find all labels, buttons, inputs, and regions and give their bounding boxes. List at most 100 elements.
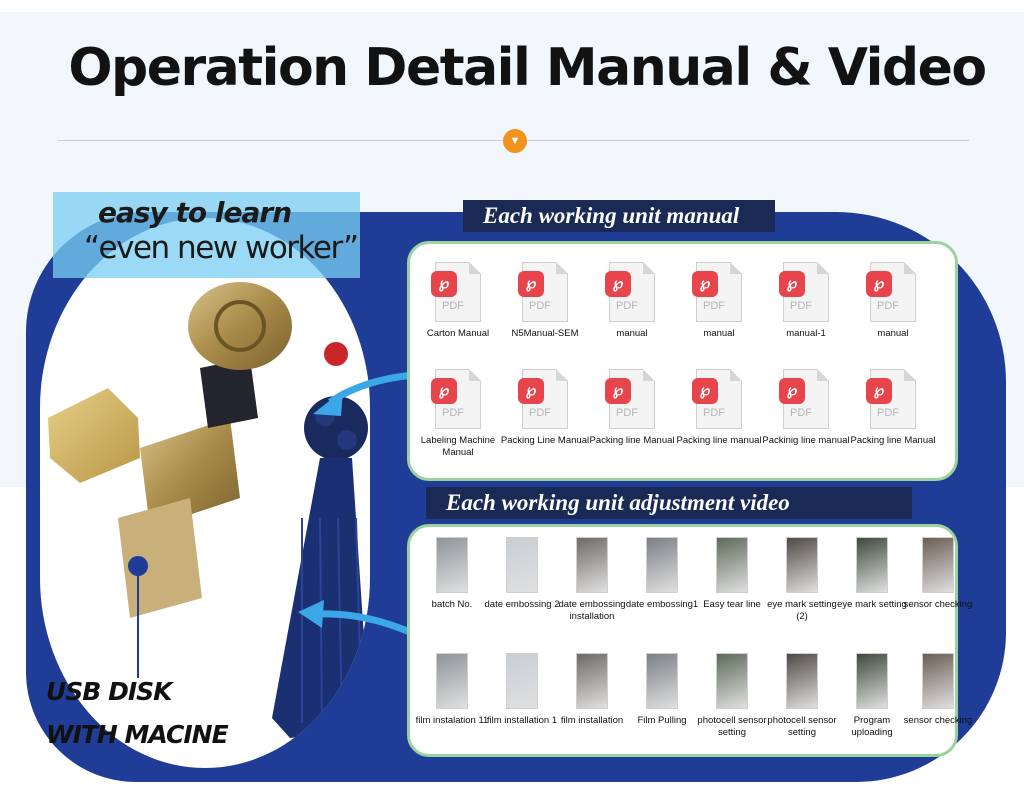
video-file-name: date embossing installation (558, 599, 626, 622)
video-file-name: film installation 1 (486, 715, 558, 726)
video-file-item[interactable]: film instalation 11 (414, 653, 490, 727)
even-new-worker-text: “even new worker” (84, 230, 359, 266)
acrobat-icon: ℘ (605, 271, 631, 297)
video-file-name: sensor checking (903, 599, 973, 610)
video-file-name: date embossing 2 (484, 599, 560, 610)
video-file-item[interactable]: film installation 1 (484, 653, 560, 727)
pdf-file-name: Packing line Manual (850, 435, 936, 446)
video-file-name: Easy tear line (703, 599, 761, 610)
pdf-icon-text: PDF (877, 407, 899, 419)
pdf-file-item[interactable]: ℘PDF Labeling Machine Manual (408, 369, 508, 459)
acrobat-icon: ℘ (431, 378, 457, 404)
pdf-icon-text: PDF (616, 407, 638, 419)
pdf-file-name: manual (703, 328, 735, 339)
video-file-name: date embossing1 (625, 599, 699, 610)
usb-pointer-line (137, 566, 139, 678)
pdf-file-icon: ℘ PDF (866, 262, 916, 322)
acrobat-icon: ℘ (431, 271, 457, 297)
video-thumbnail (856, 653, 888, 709)
pdf-file-icon: ℘ PDF (605, 262, 655, 322)
pdf-icon-text: PDF (877, 300, 899, 312)
pdf-icon-text: PDF (790, 300, 812, 312)
pdf-file-name: Labeling Machine Manual (420, 435, 496, 458)
pdf-file-icon: ℘ PDF (779, 369, 829, 429)
pdf-file-item[interactable]: ℘ PDF manual (582, 262, 682, 340)
pdf-file-icon: ℘PDF (692, 262, 742, 322)
video-file-item[interactable]: batch No. (414, 537, 490, 611)
with-machine-label: WITH MACINE (46, 720, 229, 749)
video-thumbnail (922, 653, 954, 709)
easy-to-learn-text: easy to learn (98, 196, 292, 229)
pdf-file-name: manual (877, 328, 909, 339)
video-file-item[interactable]: date embossing installation (554, 537, 630, 623)
pdf-file-icon: ℘PDF (431, 369, 481, 429)
pdf-file-icon: ℘ PDF (605, 369, 655, 429)
video-thumbnail (506, 537, 538, 593)
pdf-file-icon: ℘ PDF (431, 262, 481, 322)
usb-cap (48, 388, 140, 483)
acrobat-icon: ℘ (779, 378, 805, 404)
video-thumbnail (436, 537, 468, 593)
pdf-file-icon: ℘ PDF (866, 369, 916, 429)
acrobat-icon: ℘ (605, 378, 631, 404)
usb-body (140, 418, 240, 528)
video-file-item[interactable]: eye mark setting (2) (764, 537, 840, 623)
video-file-item[interactable]: sensor checking (900, 537, 976, 611)
pdf-file-item[interactable]: ℘ PDF manual (843, 262, 943, 340)
pdf-file-name: manual (616, 328, 648, 339)
video-thumbnail (646, 653, 678, 709)
usb-pointer-dot (128, 556, 148, 576)
video-file-item[interactable]: Program uploading (834, 653, 910, 739)
acrobat-icon: ℘ (518, 378, 544, 404)
video-file-item[interactable]: sensor checking (900, 653, 976, 727)
pdf-file-item[interactable]: ℘PDF manual (669, 262, 769, 340)
pdf-icon-text: PDF (442, 300, 464, 312)
video-file-item[interactable]: eye mark setting (834, 537, 910, 611)
video-thumbnail (922, 537, 954, 593)
video-file-name: film instalation 11 (415, 715, 489, 726)
pdf-file-icon: ℘ PDF (518, 369, 568, 429)
pdf-file-name: Carton Manual (426, 328, 490, 339)
video-file-name: sensor checking (903, 715, 973, 726)
video-thumbnail (436, 653, 468, 709)
video-file-item[interactable]: photocell sensor setting (694, 653, 770, 739)
pdf-file-icon: ℘ PDF (779, 262, 829, 322)
pdf-file-name: Packing line Manual (589, 435, 675, 446)
pdf-icon-text: PDF (529, 300, 551, 312)
pdf-icon-text: PDF (703, 300, 725, 312)
video-thumbnail (786, 653, 818, 709)
video-file-item[interactable]: Easy tear line (694, 537, 770, 611)
pdf-icon-text: PDF (616, 300, 638, 312)
video-file-item[interactable]: date embossing1 (624, 537, 700, 611)
pdf-file-item[interactable]: ℘ PDF Packing line Manual (582, 369, 682, 447)
manuals-header: Each working unit manual (463, 200, 775, 232)
pdf-file-item[interactable]: ℘ PDF Carton Manual (408, 262, 508, 340)
video-file-item[interactable]: photocell sensor setting (764, 653, 840, 739)
video-file-item[interactable]: date embossing 2 (484, 537, 560, 611)
video-file-name: Program uploading (851, 715, 893, 738)
video-file-item[interactable]: Film Pulling (624, 653, 700, 727)
video-thumbnail (716, 537, 748, 593)
acrobat-icon: ℘ (866, 271, 892, 297)
pdf-file-item[interactable]: ℘ PDF Packing line Manual (843, 369, 943, 447)
pdf-file-icon: ℘PDF (692, 369, 742, 429)
pdf-icon-text: PDF (790, 407, 812, 419)
pdf-icon-text: PDF (529, 407, 551, 419)
video-file-name: Film Pulling (637, 715, 687, 726)
video-file-name: eye mark setting (837, 599, 907, 610)
page-title: Operation Detail Manual & Video (68, 38, 987, 98)
acrobat-icon: ℘ (866, 378, 892, 404)
video-file-item[interactable]: film installation (554, 653, 630, 727)
pdf-icon-text: PDF (703, 407, 725, 419)
acrobat-icon: ℘ (779, 271, 805, 297)
video-thumbnail (716, 653, 748, 709)
video-file-name: photocell sensor setting (697, 715, 767, 738)
video-thumbnail (786, 537, 818, 593)
